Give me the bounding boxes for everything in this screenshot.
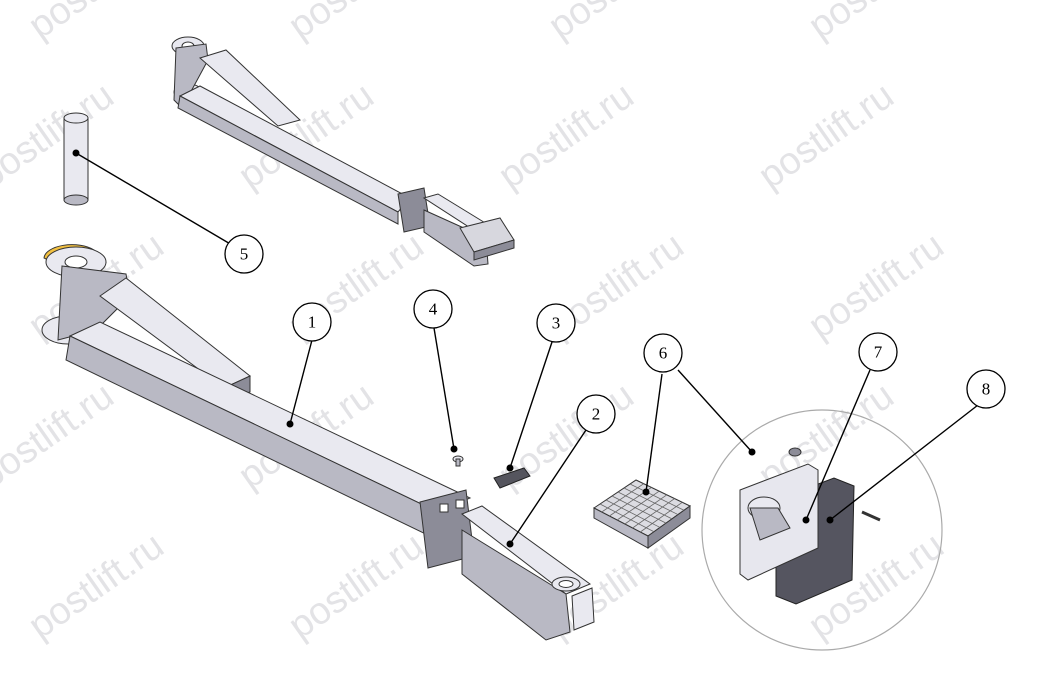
watermark-text: postlift.ru	[0, 375, 121, 498]
watermark-text: postlift.ru	[281, 0, 431, 47]
part-6-rubber-pad	[593, 479, 691, 549]
callout-7-label: 7	[874, 343, 883, 362]
pad-grid-line	[623, 487, 679, 515]
callout-5-label: 5	[240, 245, 249, 264]
pad-grid-line	[632, 498, 675, 529]
watermark-text: postlift.ru	[751, 75, 901, 198]
part-5-pin	[63, 112, 89, 206]
watermark-text: postlift.ru	[491, 75, 641, 198]
part-3-plate	[493, 467, 531, 489]
watermark-text: postlift.ru	[0, 75, 121, 198]
pad-grid-line	[624, 494, 668, 525]
watermark-text: postlift.ru	[21, 0, 171, 47]
callout-8-label: 8	[982, 380, 991, 399]
callout-3: 3	[536, 303, 576, 343]
pad-grid-line	[617, 491, 673, 520]
pad-grid-line	[601, 483, 644, 513]
callout-4: 4	[413, 289, 453, 329]
watermark-text: postlift.ru	[281, 525, 431, 648]
watermark-text: postlift.ru	[541, 0, 691, 47]
detail-view	[701, 409, 943, 651]
callout-1: 1	[292, 302, 332, 342]
callout-4-label: 4	[429, 300, 438, 319]
callout-6: 6	[643, 333, 683, 373]
watermark-text: postlift.ru	[801, 0, 951, 47]
callout-2: 2	[576, 394, 616, 434]
callout-6-label: 6	[659, 344, 668, 363]
watermark-text: postlift.ru	[801, 225, 951, 348]
pad-grid-line	[616, 490, 660, 521]
callout-7: 7	[858, 332, 898, 372]
leader-lines	[72, 149, 979, 548]
lower-lift-arm	[41, 244, 595, 641]
callout-5: 5	[224, 234, 264, 274]
callout-1-label: 1	[308, 313, 317, 332]
pad-grid-line	[640, 501, 683, 533]
callout-2-label: 2	[592, 405, 601, 424]
pad-grid-line	[605, 499, 661, 528]
watermark-text: postlift.ru	[21, 525, 171, 648]
pad-grid-line	[629, 483, 685, 511]
pad-grid-line	[599, 503, 655, 533]
pad-grid-line	[611, 495, 667, 524]
callout-8: 8	[966, 369, 1006, 409]
upper-lift-arm	[171, 36, 515, 267]
callout-3-label: 3	[552, 314, 561, 333]
part-4-screw	[452, 455, 464, 467]
